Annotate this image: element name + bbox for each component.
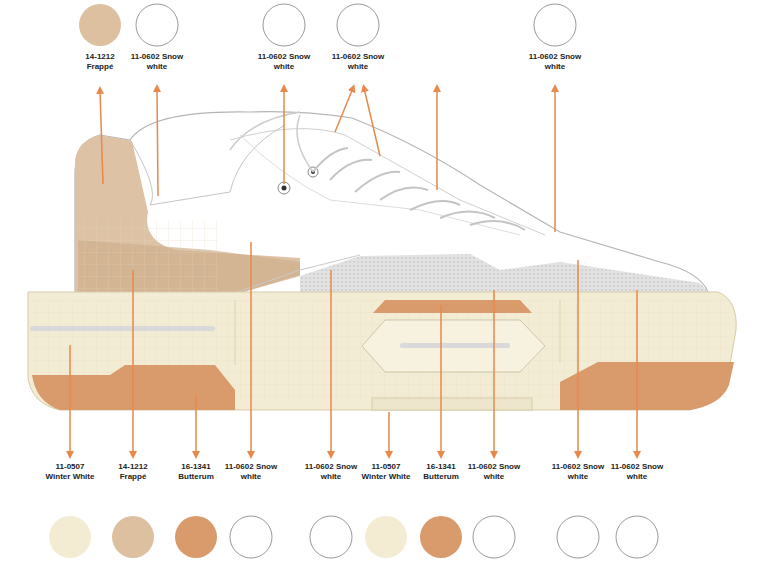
color-code-label: 11-0602 Snow white <box>331 52 385 72</box>
color-code-label: 11-0602 Snow white <box>304 462 358 482</box>
color-code-label: 14-1212 Frappé <box>73 52 127 72</box>
color-code-label: 11-0602 Snow white <box>467 462 521 482</box>
color-code-label: 11-0507 Winter White <box>359 462 413 482</box>
color-code-label: 11-0602 Snow white <box>224 462 278 482</box>
color-code-label: 14-1212 Frappé <box>106 462 160 482</box>
color-code-label: 16-1341 Butterum <box>414 462 468 482</box>
shoe-drawing <box>28 112 736 410</box>
color-code-label: 11-0602 Snow white <box>130 52 184 72</box>
color-code-label: 11-0507 Winter White <box>43 462 97 482</box>
color-code-label: 11-0602 Snow white <box>610 462 664 482</box>
leader-arrows <box>70 88 637 455</box>
color-code-label: 11-0602 Snow white <box>551 462 605 482</box>
color-code-label: 11-0602 Snow white <box>257 52 311 72</box>
color-code-label: 11-0602 Snow white <box>528 52 582 72</box>
color-code-label: 16-1341 Butterum <box>169 462 223 482</box>
